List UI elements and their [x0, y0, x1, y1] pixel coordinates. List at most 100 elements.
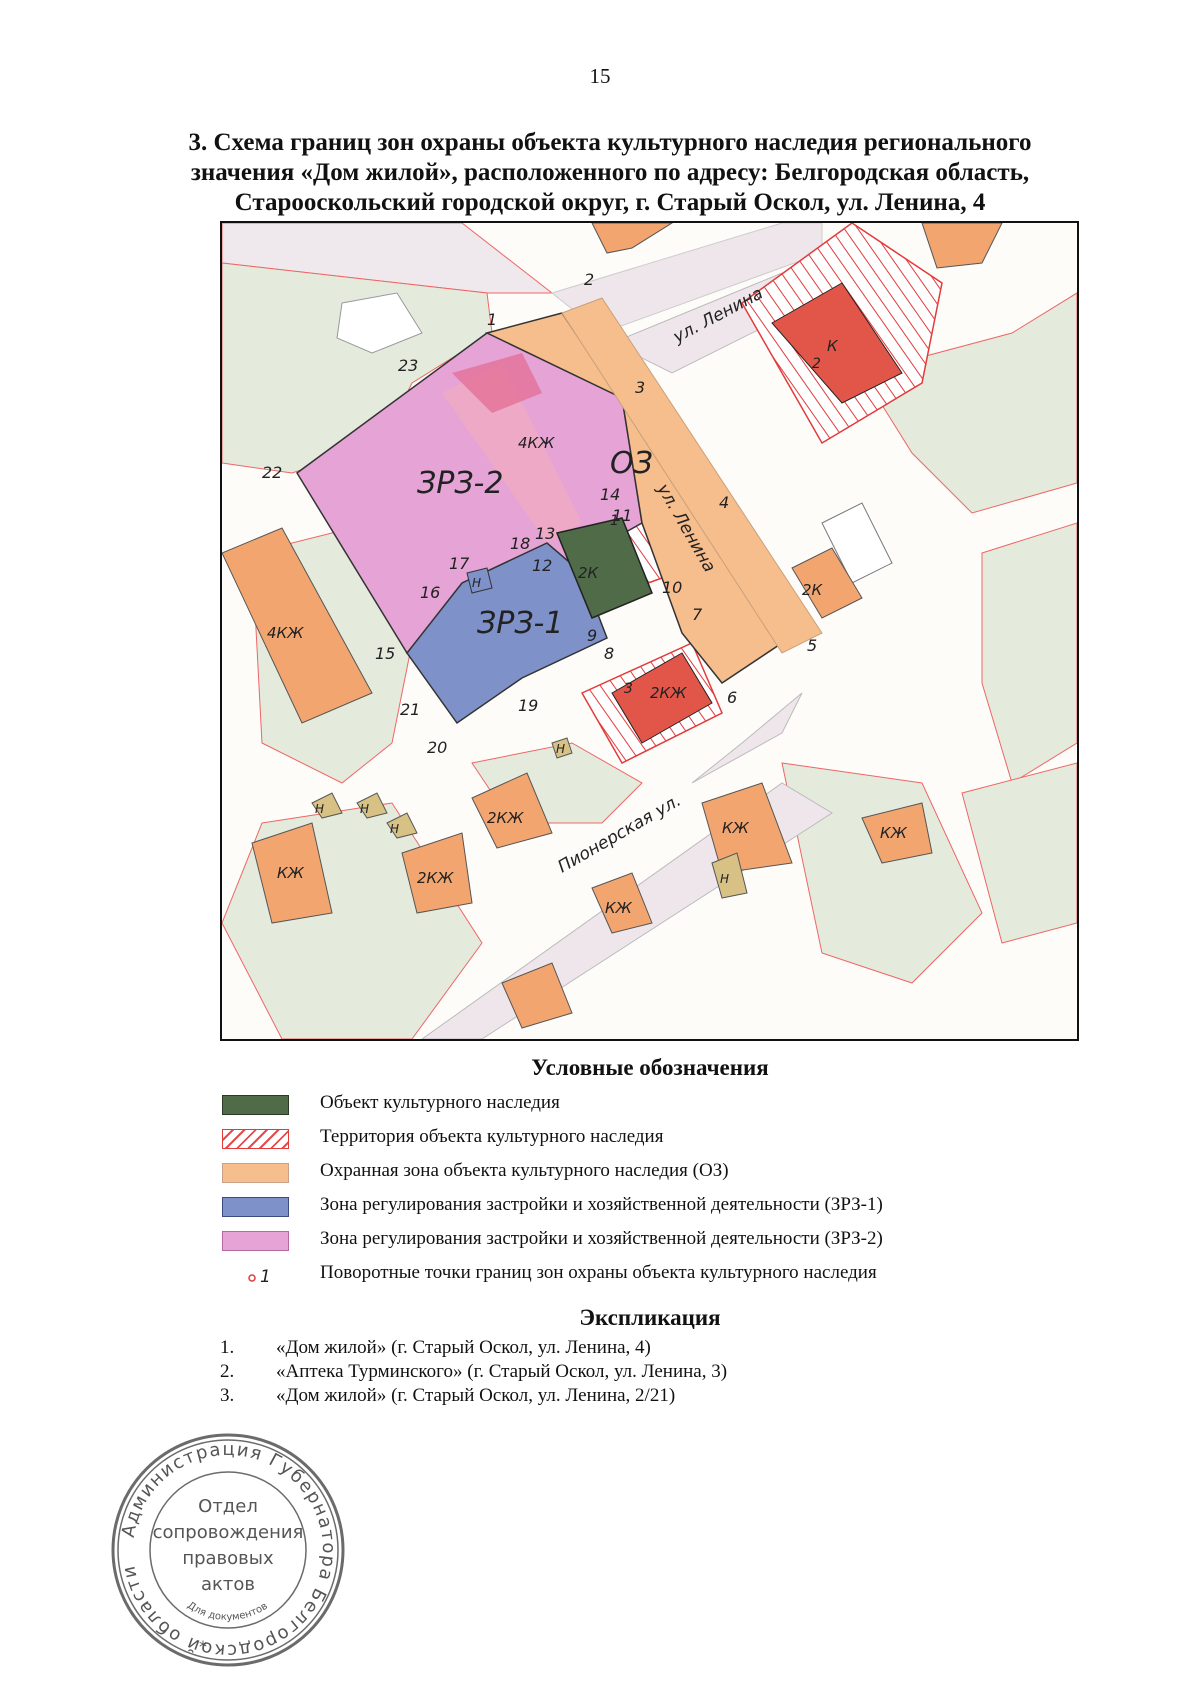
auxiliary-building: [711, 852, 748, 899]
parcel: [222, 802, 483, 1039]
building: [251, 822, 333, 924]
auxiliary-building: [386, 812, 418, 839]
page-number: 15: [589, 64, 611, 88]
building: [501, 962, 573, 1029]
turn-point-label: 3: [635, 378, 645, 397]
legend-title: Условные обозначения: [531, 1055, 769, 1080]
building-layer: [222, 223, 1003, 1029]
turn-point-label: 14: [600, 485, 620, 504]
legend-item-territory: Территория объекта культурного наследия: [220, 1124, 1000, 1156]
legend-label: Зона регулирования застройки и хозяйстве…: [320, 1228, 883, 1249]
zone-label-zrz1: ЗРЗ-1: [477, 606, 563, 641]
explication-number: 1.: [220, 1337, 235, 1358]
building: [861, 802, 933, 864]
turn-point-label: 10: [662, 578, 682, 597]
building-label: 2КЖ: [487, 809, 524, 827]
parcel: [781, 762, 983, 984]
auxiliary-building: [466, 567, 493, 594]
object-3-building: [611, 652, 713, 744]
stamp-line-4: актов: [201, 1574, 255, 1595]
explication-number: 2.: [220, 1361, 235, 1382]
building-label: 2КЖ: [417, 869, 454, 887]
building: [401, 832, 473, 914]
auxiliary-building: [551, 737, 573, 759]
turn-point-label: 9: [587, 626, 597, 645]
building: [591, 223, 673, 254]
stamp-line-1: Отдел: [198, 1496, 258, 1517]
object-marker-1: 1: [610, 513, 619, 529]
building-label: 4КЖ: [267, 624, 304, 642]
object-1-building: [555, 517, 653, 619]
building-label: Н: [360, 802, 369, 816]
legend-item-zrz1: Зона регулирования застройки и хозяйстве…: [220, 1192, 1000, 1224]
building-label: КЖ: [277, 864, 305, 882]
turn-point-sample: 1: [260, 1267, 271, 1287]
turn-point-label: 15: [375, 644, 395, 663]
turn-point-label: 17: [449, 554, 470, 573]
building-label: КЖ: [880, 824, 908, 842]
building-label: Н: [315, 802, 324, 816]
turn-point-label: 18: [510, 534, 530, 553]
building: [701, 782, 793, 874]
object-marker-3: 3: [624, 681, 633, 697]
official-stamp: Администрация Губернатора Белгородской о…: [111, 1433, 345, 1667]
building-label: Н: [390, 822, 399, 836]
explication-title: Экспликация: [579, 1305, 721, 1330]
turn-point-label: 11: [612, 506, 632, 525]
turn-point-label: 8: [604, 644, 614, 663]
building: [591, 872, 653, 934]
turn-point-label: 20: [427, 738, 447, 757]
territory-hatch-swatch: [222, 1129, 289, 1149]
turn-point-icon: 1: [248, 1267, 271, 1287]
zone-label-oz: ОЗ: [610, 446, 653, 481]
zone-label-zrz2: ЗРЗ-2: [417, 466, 503, 501]
object-swatch: [222, 1095, 289, 1115]
building-2k-right: [791, 547, 863, 619]
building: [471, 772, 553, 849]
turn-point-label: 1: [487, 310, 497, 329]
building-label: 2КЖ: [650, 684, 687, 702]
stamp-bottom-text: Для документов: [185, 1600, 270, 1623]
zrz1-swatch: [222, 1197, 289, 1217]
legend-item-zrz2: Зона регулирования застройки и хозяйстве…: [220, 1226, 1000, 1258]
parcel: [981, 522, 1077, 784]
legend-label: Охранная зона объекта культурного наслед…: [320, 1160, 729, 1181]
turn-point-label: 22: [262, 463, 282, 482]
title-line-3: Старооскольский городской округ, г. Стар…: [234, 189, 986, 216]
turn-point-label: 21: [400, 700, 420, 719]
building-label: КЖ: [722, 819, 750, 837]
title-line-1: 3. Схема границ зон охраны объекта культ…: [188, 129, 1032, 156]
explication-text: «Дом жилой» (г. Старый Оскол, ул. Ленина…: [276, 1385, 676, 1406]
building-4kzh-left: [222, 527, 373, 724]
auxiliary-building: [356, 792, 388, 819]
building-label: 2К: [578, 564, 600, 582]
turn-point-label: 19: [518, 696, 538, 715]
turn-point-label: 16: [420, 583, 440, 602]
stamp-line-3: правовых: [182, 1548, 274, 1569]
building: [921, 223, 1003, 269]
building-label: Н: [472, 576, 481, 590]
legend-item-object: Объект культурного наследия: [220, 1090, 1000, 1122]
explication-text: «Аптека Турминского» (г. Старый Оскол, у…: [276, 1361, 728, 1382]
stamp-star-icon: *: [199, 1637, 207, 1656]
building-label: К: [827, 337, 839, 355]
turn-point-label: 2: [584, 270, 594, 289]
zrz2-swatch: [222, 1231, 289, 1251]
building-label: 4КЖ: [518, 434, 555, 452]
auxiliary-building: [311, 792, 343, 819]
turn-point-label: 13: [535, 524, 555, 543]
legend-label: Поворотные точки границ зон охраны объек…: [320, 1262, 877, 1283]
zone-layer: [296, 297, 823, 725]
legend-label: Зона регулирования застройки и хозяйстве…: [320, 1194, 883, 1215]
legend-label: Объект культурного наследия: [320, 1092, 560, 1113]
building-label: 2К: [802, 581, 824, 599]
stamp-line-2: сопровождения: [153, 1522, 304, 1543]
legend-item-oz: Охранная зона объекта культурного наслед…: [220, 1158, 1000, 1190]
building-label: Н: [556, 742, 565, 756]
object-marker-2: 2: [812, 356, 821, 372]
parcel: [961, 762, 1077, 944]
title-line-2: значения «Дом жилой», расположенного по …: [190, 159, 1030, 186]
turn-point-label: 6: [727, 688, 737, 707]
explication-text: «Дом жилой» (г. Старый Оскол, ул. Ленина…: [276, 1337, 651, 1358]
turn-point-label: 7: [692, 605, 703, 624]
